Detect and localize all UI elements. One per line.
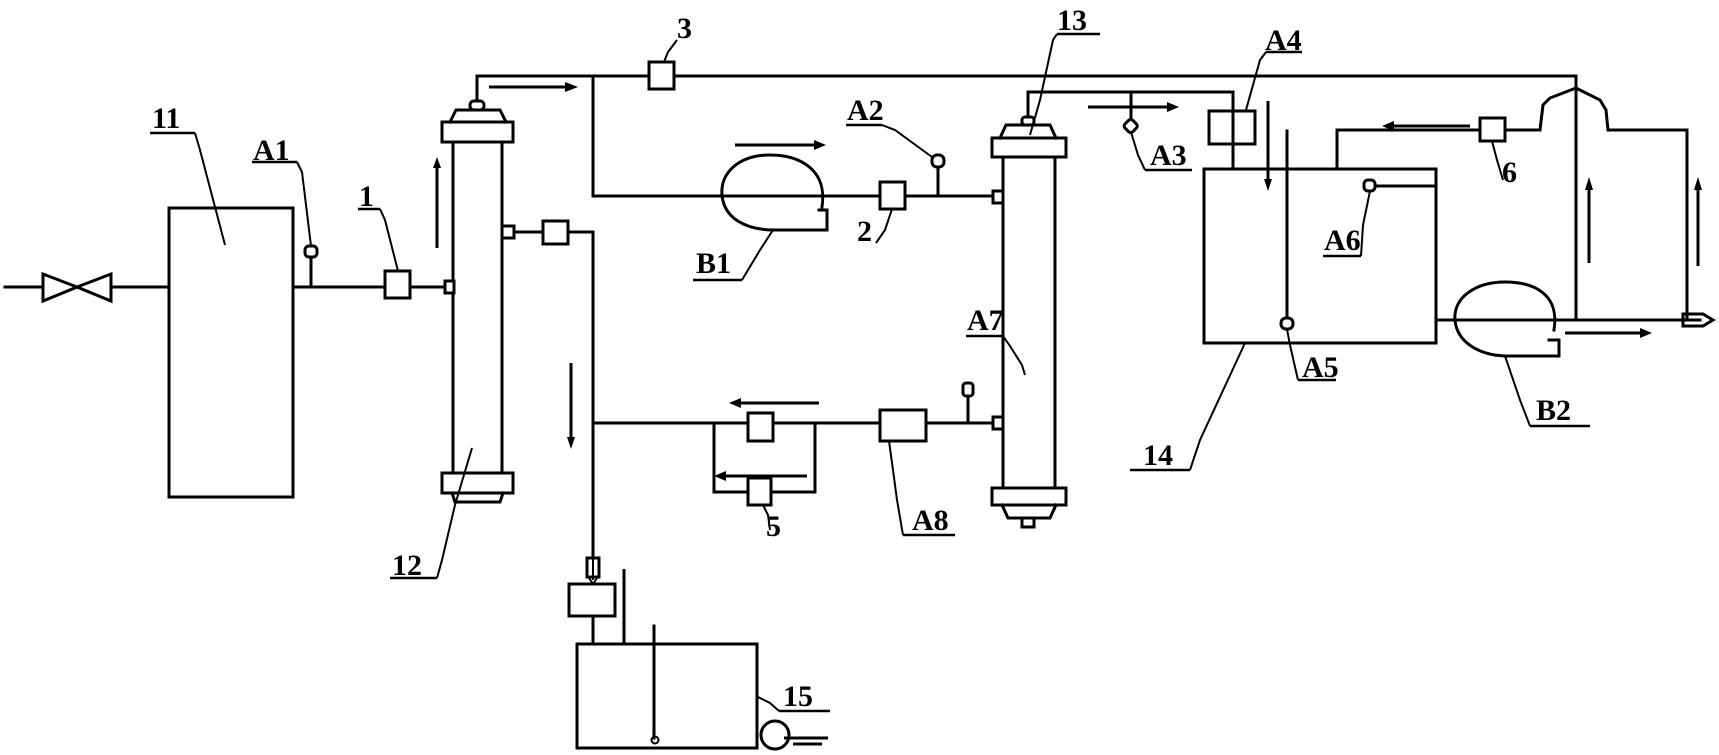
pump-b2 [1453,280,1561,358]
sensor-a5 [1279,316,1295,331]
label-a7-text: A7 [967,304,1004,337]
label-a1: A1 [252,134,312,247]
label-a4: A4 [1245,24,1302,111]
label-a2: A2 [846,94,933,158]
label-a5: A5 [1286,328,1339,384]
valve-12-side [541,219,570,246]
label-column-13-text: 13 [1057,4,1087,37]
label-valve-2: 2 [857,208,893,248]
flow-arrow-b1 [735,140,826,150]
label-a2-text: A2 [847,94,884,127]
label-pump-b1-text: B1 [696,247,731,280]
label-tank-15: 15 [757,680,830,713]
tank-15 [575,642,759,750]
valve-1 [383,269,412,300]
label-column-12: 12 [390,447,473,582]
flow-arrow-down-14 [1264,101,1272,191]
drain-filter [585,556,601,586]
pump-15-icon [759,719,828,751]
a7-callout-line [1002,335,1023,366]
b1-loop-line [591,74,997,198]
sensor-a2 [930,153,946,198]
label-column-13: 13 [1029,4,1100,136]
flow-arrow-a3 [1088,102,1179,112]
label-valve-6-text: 6 [1502,156,1517,189]
label-pump-b2-text: B2 [1536,394,1571,427]
instrument-a8 [878,408,928,443]
label-tank-15-text: 15 [783,680,813,713]
flow-arrow-top [489,82,578,92]
label-tank-11-text: 11 [152,102,180,135]
valve-3 [647,60,676,91]
label-valve-6: 6 [1491,140,1517,189]
membrane-column-12 [440,99,516,504]
label-a3-text: A3 [1150,139,1187,172]
label-valve-5: 5 [762,504,781,543]
label-valve-3: 3 [663,12,692,63]
label-valve-2-text: 2 [857,215,872,248]
label-valve-1-text: 1 [359,180,374,213]
outlet-nozzle-icon [1681,312,1716,328]
valve-6 [1478,116,1507,143]
label-tank-14: 14 [1130,342,1246,472]
label-a5-text: A5 [1302,351,1339,384]
label-a6-text: A6 [1324,224,1361,257]
label-tank-11: 11 [150,102,226,246]
sensor-a7 [961,381,975,425]
label-a7: A7 [966,304,1004,338]
label-pump-b1: B1 [693,229,774,282]
tank-11 [167,206,295,499]
flow-arrow-return [1382,121,1470,131]
label-column-12-text: 12 [392,549,422,582]
return-line-6 [1335,128,1542,171]
label-a3: A3 [1130,131,1192,172]
label-a8-text: A8 [912,504,949,537]
drain-box [567,582,617,618]
flow-arrow-up-right-2 [1694,177,1702,266]
column-12-side-line [512,230,595,560]
flow-arrow-lower [729,398,819,408]
valve-2 [878,180,907,211]
label-a6: A6 [1323,190,1371,258]
label-a8: A8 [888,440,955,537]
label-valve-3-text: 3 [677,12,692,45]
flow-arrow-bypass [714,471,807,481]
membrane-column-13 [990,115,1068,529]
sensor-a1 [303,244,319,289]
valve-lower [746,411,775,443]
top-permeate-line [475,74,1578,322]
label-pump-b2: B2 [1504,355,1590,428]
label-valve-1: 1 [358,180,399,272]
a7-callout-tail [1021,364,1026,376]
sensor-a3 [1122,90,1139,135]
label-valve-5-text: 5 [766,510,781,543]
tank-15-dip-tube [650,624,660,745]
label-tank-14-text: 14 [1143,439,1173,472]
crossover-hump [1538,86,1689,322]
inlet-gate-valve-icon [41,271,113,304]
tank-14 [1202,167,1438,345]
flow-arrow-up-right-1 [1585,177,1593,263]
flow-arrow-down-drain [567,363,575,449]
valve-5 [746,476,773,507]
flow-arrow-up-12 [433,157,441,248]
flow-arrow-b2 [1565,328,1652,338]
pump-b1 [720,153,829,232]
